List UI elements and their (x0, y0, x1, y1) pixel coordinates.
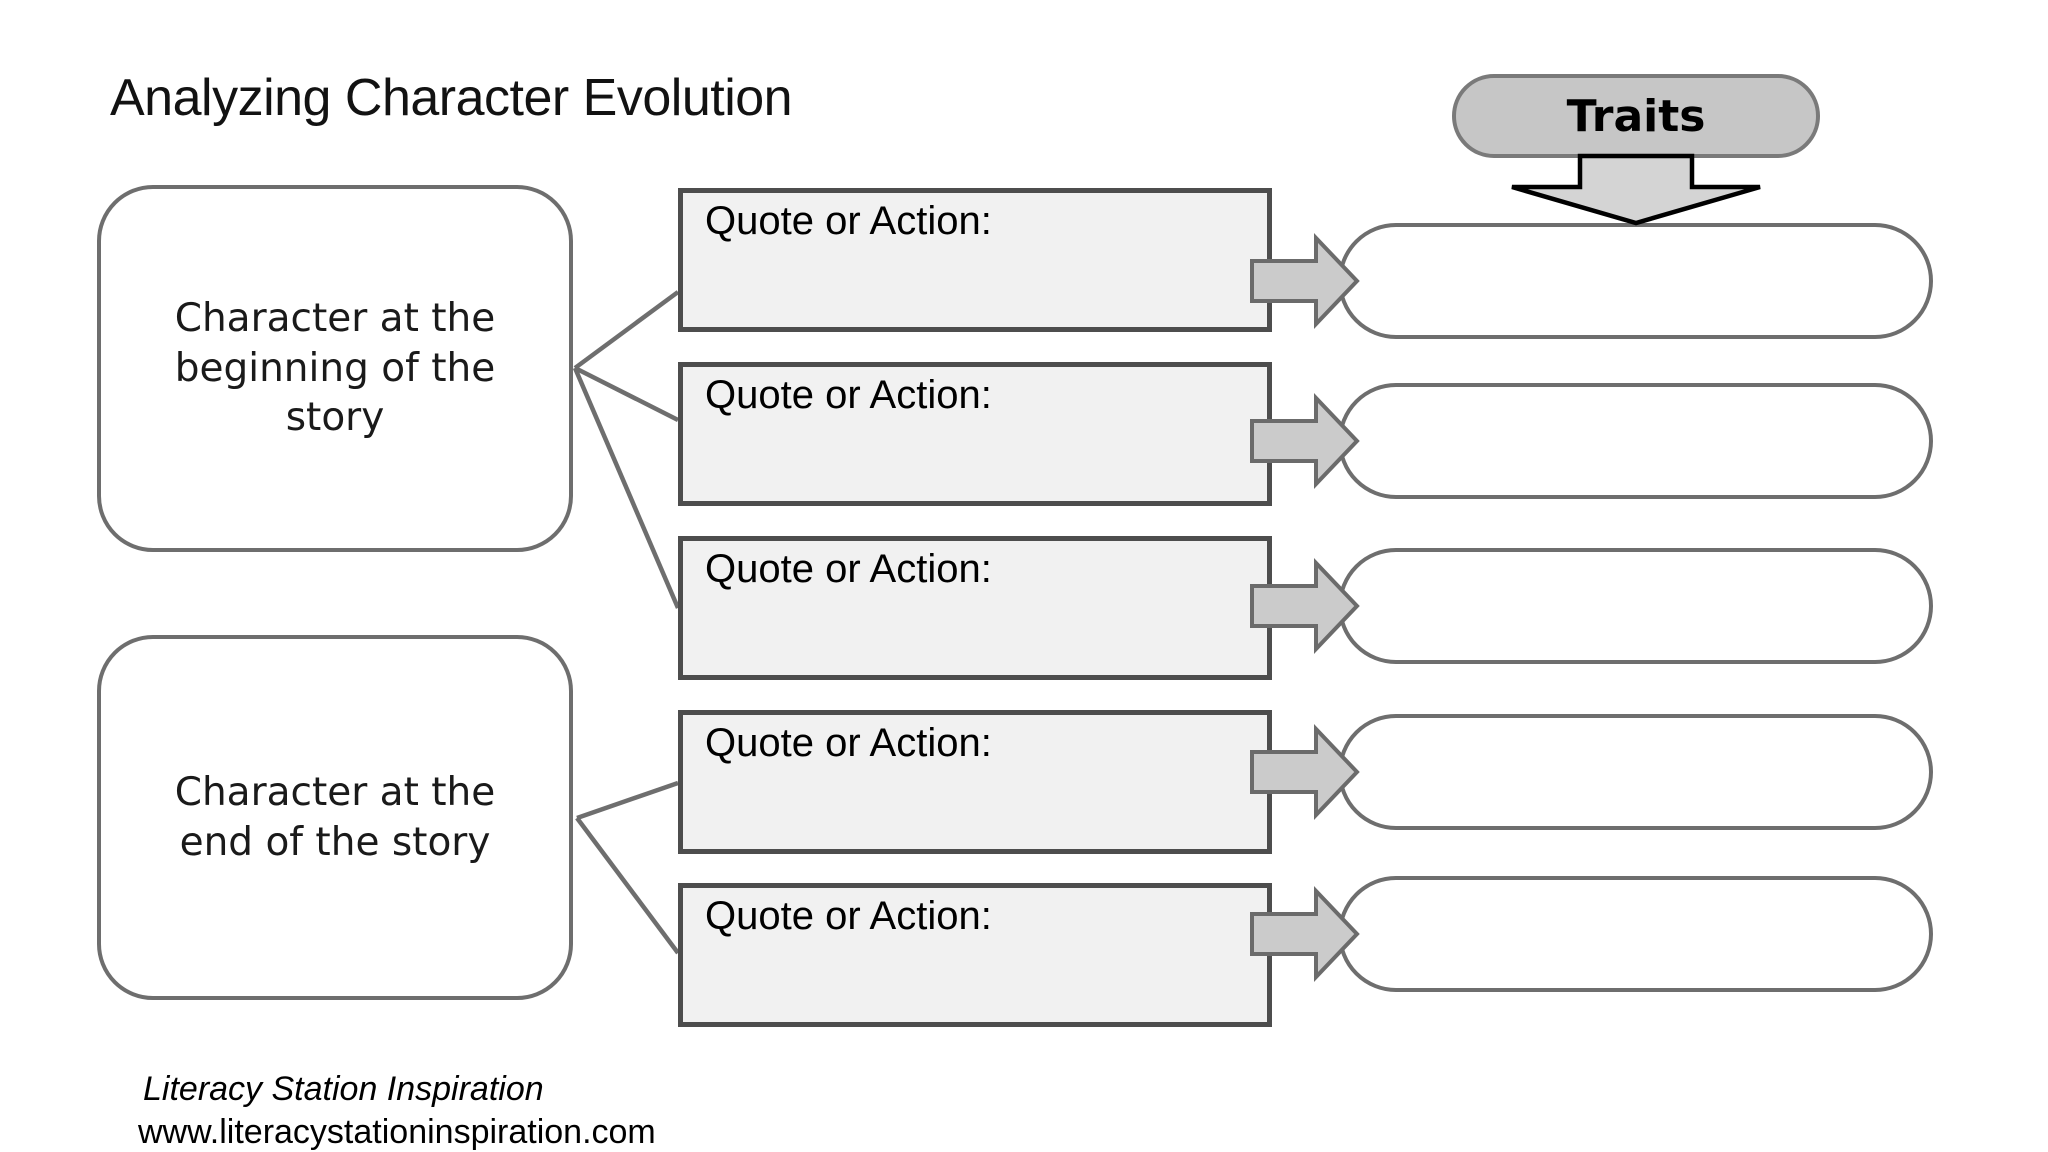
quote-box-4[interactable]: Quote or Action: (678, 710, 1272, 854)
character-box-end: Character at the end of the story (97, 635, 573, 1000)
quote-box-4-label: Quote or Action: (705, 721, 992, 765)
quote-box-3[interactable]: Quote or Action: (678, 536, 1272, 680)
quote-box-5[interactable]: Quote or Action: (678, 883, 1272, 1027)
connector-line (576, 780, 679, 821)
down-block-arrow-icon (1511, 153, 1761, 226)
character-box-beginning-label: Character at the beginning of the story (174, 295, 496, 441)
trait-field-5[interactable] (1338, 876, 1933, 992)
character-box-end-label: Character at the end of the story (174, 769, 496, 865)
quote-box-1[interactable]: Quote or Action: (678, 188, 1272, 332)
footer-url: www.literacystationinspiration.com (138, 1113, 656, 1151)
connector-line (572, 367, 681, 609)
footer-credit: Literacy Station Inspiration (143, 1070, 544, 1108)
connector-line (573, 290, 680, 370)
quote-box-3-label: Quote or Action: (705, 547, 992, 591)
quote-box-5-label: Quote or Action: (705, 894, 992, 938)
quote-box-1-label: Quote or Action: (705, 199, 992, 243)
trait-field-1[interactable] (1338, 223, 1933, 339)
quote-box-2-label: Quote or Action: (705, 373, 992, 417)
traits-header-pill: Traits (1452, 74, 1820, 158)
quote-box-2[interactable]: Quote or Action: (678, 362, 1272, 506)
traits-header-label: Traits (1566, 90, 1706, 142)
connector-lines-group (572, 290, 681, 955)
trait-field-4[interactable] (1338, 714, 1933, 830)
trait-field-2[interactable] (1338, 383, 1933, 499)
connector-line (575, 816, 680, 955)
character-box-beginning: Character at the beginning of the story (97, 185, 573, 552)
trait-field-3[interactable] (1338, 548, 1933, 664)
page-title: Analyzing Character Evolution (110, 69, 793, 127)
connector-line (573, 365, 680, 423)
